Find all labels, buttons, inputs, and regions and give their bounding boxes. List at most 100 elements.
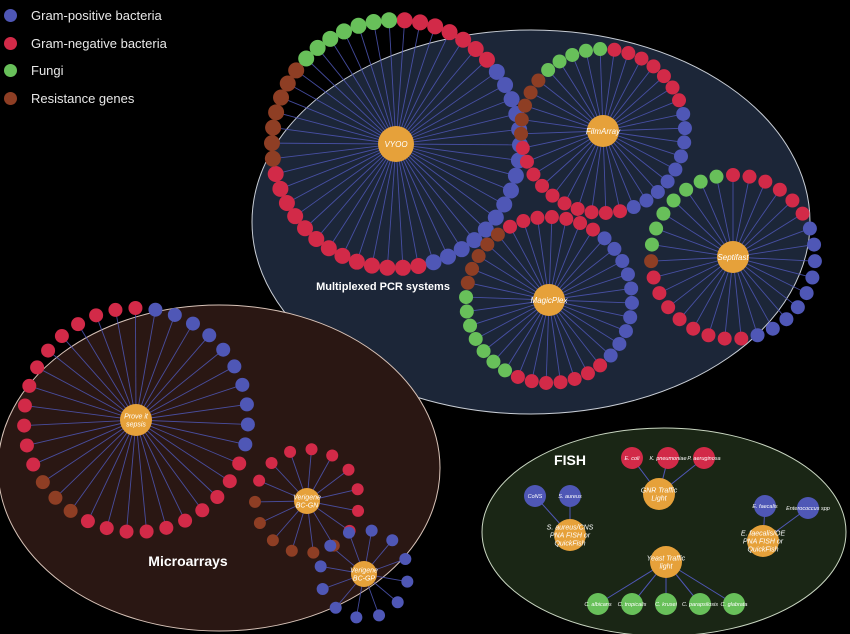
organism-node [272,180,289,197]
organism-node [350,611,363,624]
organism-node [463,318,478,333]
organism-node [216,342,231,357]
organism-node [267,165,284,182]
organism-node [598,205,613,220]
organism-node [503,219,518,234]
organism-node [399,552,412,565]
organism-node [502,182,519,199]
edge-line [304,143,397,229]
organism-node [476,344,491,359]
organism-node [701,328,716,343]
organism-node [567,371,582,386]
organism-node [159,520,174,535]
organism-node [584,205,599,220]
organism-node [785,193,800,208]
organism-node [314,560,327,573]
legend-item-gram-positive: Gram-positive bacteria [4,2,167,30]
organism-node [89,308,104,323]
organism-label: K. pneumoniae [650,456,687,462]
organism-node [459,304,474,319]
legend-dot-icon [4,9,17,23]
organism-node [63,503,78,518]
organism-node [661,300,676,315]
filmarray-hub [587,115,619,147]
edge-line [395,143,475,241]
edge-line [317,47,397,145]
edge-line [287,83,397,145]
organism-node [279,75,296,92]
edge-line [135,419,186,521]
organism-node [467,41,484,58]
organism-node [253,474,266,487]
organism-node [516,214,531,229]
edge-line [315,143,397,240]
organism-node [264,150,281,167]
organism-node [41,343,56,358]
legend-item-resistance-genes: Resistance genes [4,85,167,113]
organism-node [284,445,297,458]
organism-node [202,328,217,343]
organism-node [235,377,250,392]
edge-line [135,349,224,421]
organism-node [734,331,749,346]
edge-line [395,143,497,218]
edge-line [135,419,231,482]
organism-node [679,182,694,197]
fish-region [481,427,847,634]
organism-node [612,336,627,351]
edge-line [42,419,137,483]
organism-node [210,489,225,504]
organism-node [139,524,154,539]
organism-node [342,526,355,539]
organism-label: Enterococcus spp [786,506,830,512]
organism-node [348,253,365,270]
organism-node [795,206,810,221]
edge-line [70,419,137,512]
organism-label: C. albicans [584,602,611,608]
legend-label: Gram-negative bacteria [31,35,167,51]
organism-node [799,286,814,301]
organism-node [322,30,339,47]
edge-line [33,419,137,465]
edge-line [135,309,156,421]
organism-label: C. parapsilosis [682,602,718,608]
edge-line [395,143,505,205]
organism-node [802,221,817,236]
edge-line [395,71,498,145]
organism-node [593,42,608,57]
organism-node [381,12,398,29]
organism-node [666,193,681,208]
organism-node [541,63,556,78]
organism-node [570,201,585,216]
legend-label: Resistance genes [31,90,135,106]
yeast-hub [650,546,682,578]
organism-node [613,204,628,219]
organism-node [621,593,643,615]
organism-node [585,222,600,237]
edge-line [395,143,419,267]
organism-node [624,295,639,310]
organism-node [471,249,486,264]
organism-node [580,366,595,381]
edge-line [329,38,397,145]
edge-line [135,366,235,421]
organism-node [71,317,86,332]
organism-node [573,216,588,231]
organism-node [298,50,315,67]
organism-node [386,534,399,547]
edge-line [388,20,397,145]
edge-line [395,26,436,145]
organism-node [232,456,247,471]
edge-line [275,143,397,175]
gnr-hub [643,478,675,510]
organism-node [30,360,45,375]
organism-label: CoNS [528,494,543,500]
organism-node [297,220,314,237]
organism-node [99,521,114,536]
edge-line [395,143,463,250]
legend-label: Gram-positive bacteria [31,8,162,24]
organism-node [559,485,581,507]
organism-node [365,14,382,31]
saureus-hub [554,519,586,551]
